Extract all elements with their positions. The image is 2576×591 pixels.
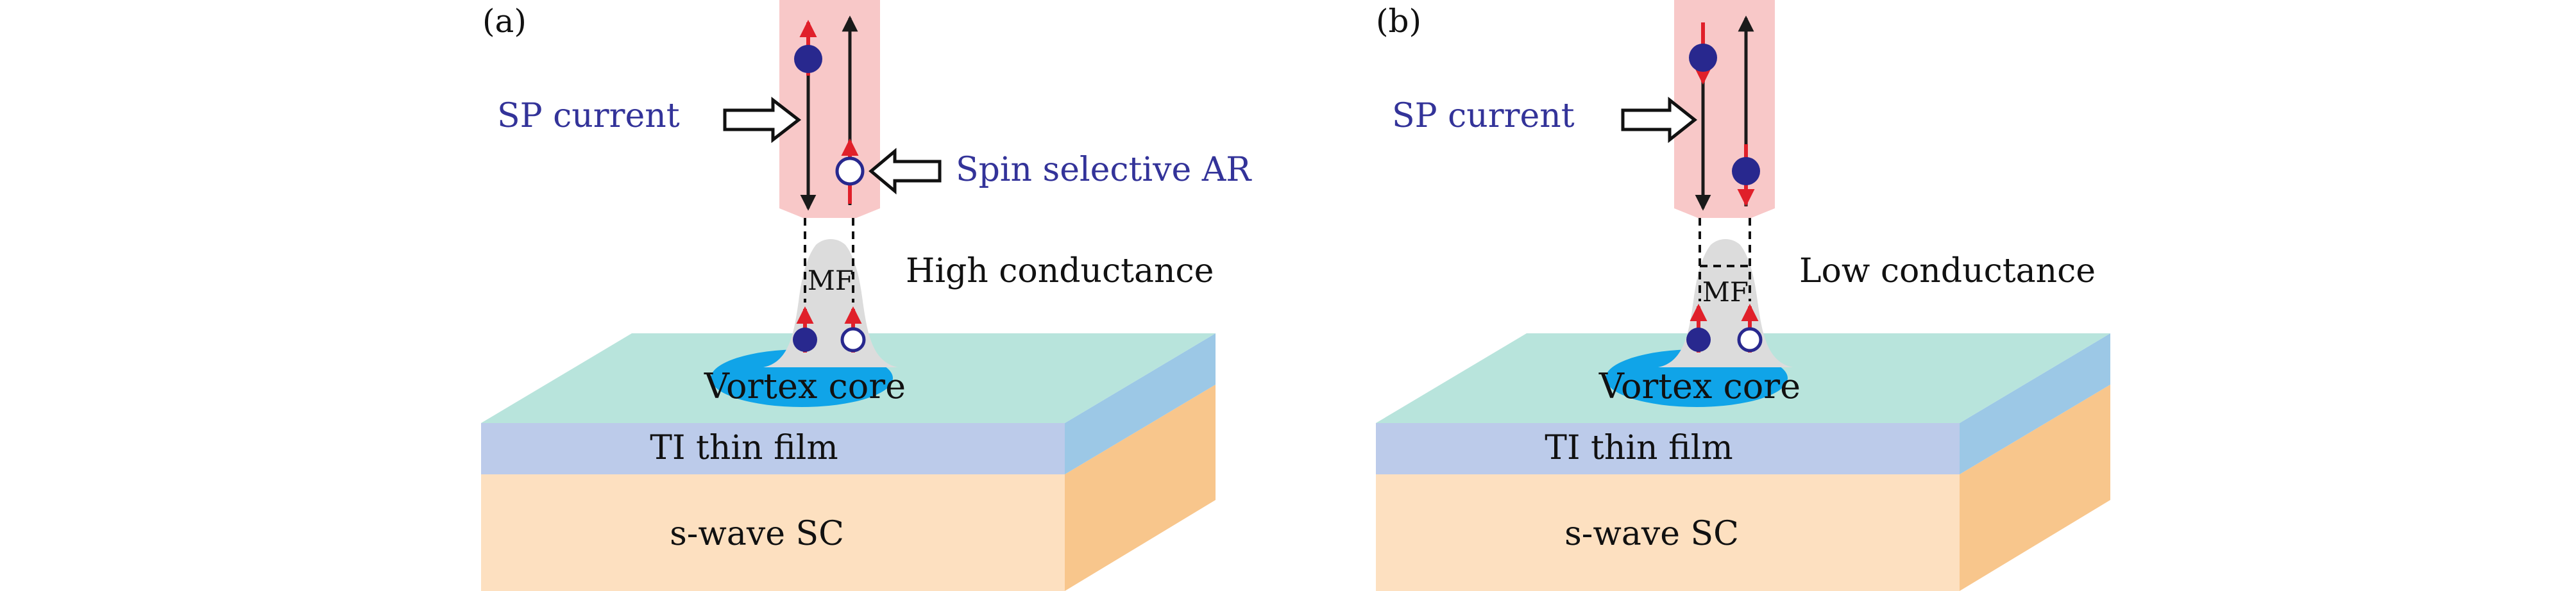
- hole-a2: [840, 327, 866, 353]
- sp-current-label-a: SP current: [497, 97, 680, 135]
- vortex-label-b: Vortex core: [1598, 366, 1801, 406]
- ar-pointer-a: [869, 147, 942, 195]
- film-front-b: [1376, 423, 1960, 474]
- electron-b3: [1689, 44, 1717, 72]
- mf-label-a: MF: [808, 265, 854, 296]
- sp-current-label-b: SP current: [1392, 97, 1575, 135]
- ar-label-a: Spin selective AR: [956, 151, 1252, 189]
- hole-b2: [1737, 327, 1763, 353]
- panel-b: MF (b) SP current Low conductance Vortex…: [1376, 0, 2110, 591]
- panel-label-a: (a): [482, 3, 527, 40]
- panel-a: MF (a) SP current Spin selective AR High…: [481, 0, 1252, 591]
- conductance-label-b: Low conductance: [1799, 252, 2096, 290]
- film-side-b: [1960, 333, 2110, 474]
- sc-side-b: [1960, 385, 2110, 591]
- electron-a1: [793, 328, 817, 352]
- stm-tip-a: [779, 0, 880, 218]
- electron-a3: [794, 45, 822, 73]
- sc-front-a: [481, 474, 1065, 591]
- substrate-label-a: s-wave SC: [670, 515, 844, 553]
- film-front-a: [481, 423, 1065, 474]
- hole-a4: [835, 156, 865, 186]
- sp-current-pointer-b: [1621, 96, 1698, 144]
- substrate-label-b: s-wave SC: [1564, 515, 1739, 553]
- electron-b4: [1732, 157, 1760, 185]
- sc-front-b: [1376, 474, 1960, 591]
- sp-current-pointer-a: [723, 96, 802, 144]
- conductance-label-a: High conductance: [906, 252, 1214, 290]
- film-label-b: TI thin film: [1545, 429, 1733, 467]
- film-side-a: [1065, 333, 1216, 474]
- stm-tip-b: [1674, 0, 1775, 218]
- electron-b1: [1686, 328, 1711, 352]
- panel-label-b: (b): [1376, 3, 1421, 40]
- vortex-label-a: Vortex core: [704, 366, 906, 406]
- film-label-a: TI thin film: [650, 429, 838, 467]
- sc-side-a: [1065, 385, 1216, 591]
- mf-label-b: MF: [1702, 276, 1749, 308]
